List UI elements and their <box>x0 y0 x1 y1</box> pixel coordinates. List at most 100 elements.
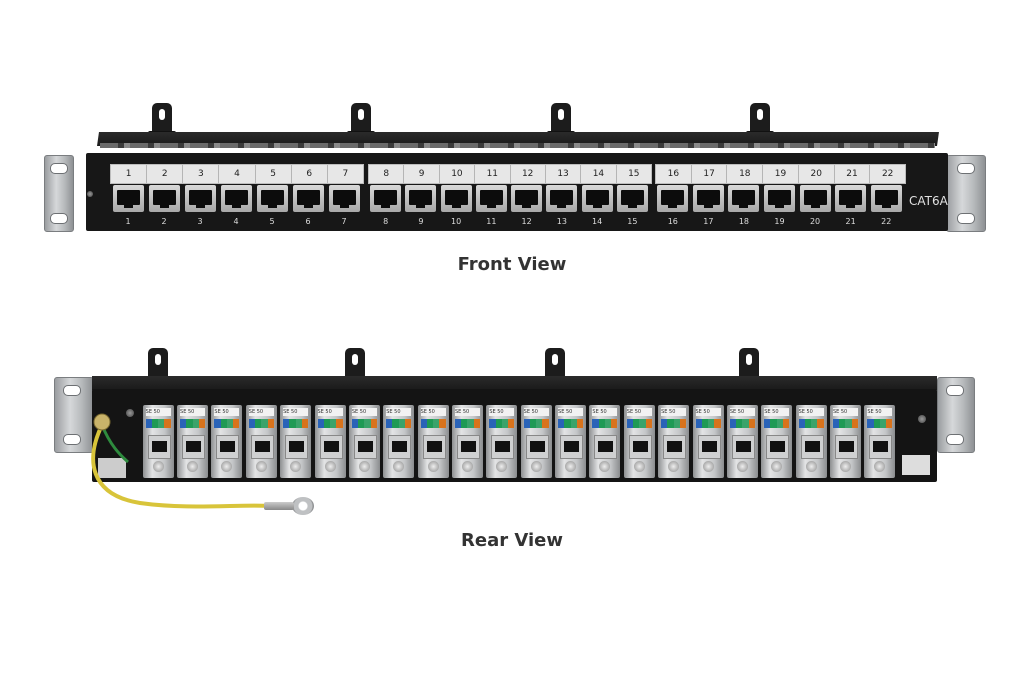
mounting-hole <box>946 385 964 396</box>
keystone-module: SE 50 <box>348 405 380 478</box>
keystone-module: SE 50 <box>314 405 346 478</box>
idc-wire-colors <box>867 419 893 428</box>
rj45-port[interactable] <box>256 185 288 212</box>
idc-wire-colors <box>661 419 687 428</box>
port-label: 8 <box>369 165 405 183</box>
rj45-port[interactable] <box>405 185 437 212</box>
wire-color-swatch <box>714 419 721 428</box>
cable-tie-tab <box>547 103 575 137</box>
idc-wire-colors <box>351 419 377 428</box>
cable-tie-tab <box>541 348 569 382</box>
idc-wire-colors <box>489 419 515 428</box>
rj45-port[interactable] <box>835 185 867 212</box>
wire-color-swatch <box>817 419 824 428</box>
rj45-port[interactable] <box>370 185 402 212</box>
rj45-port[interactable] <box>799 185 831 212</box>
rj45-port[interactable] <box>511 185 543 212</box>
label-strip-group-2: 8 9 10 11 12 13 14 15 <box>368 164 652 184</box>
rj45-port[interactable] <box>475 185 507 212</box>
keystone-label: SE 50 <box>214 408 240 416</box>
port-opening <box>332 190 356 208</box>
rj45-port[interactable] <box>328 185 360 212</box>
rear-jack-opening <box>388 435 412 459</box>
rj45-port[interactable] <box>148 185 180 212</box>
keystone-screw <box>839 461 851 472</box>
idc-wire-colors <box>832 419 858 428</box>
wire-color-swatch <box>433 419 440 428</box>
port-number: 16 <box>667 217 678 226</box>
port-label: 11 <box>475 165 511 183</box>
wire-color-swatch <box>570 419 577 428</box>
port-label: 18 <box>727 165 764 183</box>
rj45-port[interactable] <box>692 185 724 212</box>
mounting-hole <box>63 434 81 445</box>
ground-wire-green <box>100 424 129 464</box>
wire-color-swatch <box>317 419 324 428</box>
port-label: 17 <box>692 165 728 183</box>
rear-jack-opening <box>147 435 171 459</box>
wire-color-swatch <box>708 419 715 428</box>
keystone-label: SE 50 <box>420 408 446 416</box>
wire-color-swatch <box>701 419 708 428</box>
rj45-port[interactable] <box>112 185 144 212</box>
keystone-label: SE 50 <box>489 408 515 416</box>
port-opening <box>803 190 827 208</box>
keystone-module: SE 50 <box>280 405 312 478</box>
rear-screw <box>126 409 134 417</box>
keystone-label: SE 50 <box>867 408 893 416</box>
rj45-port[interactable] <box>870 185 902 212</box>
port-opening <box>444 190 468 208</box>
wire-color-swatch <box>661 419 668 428</box>
keystone-label: SE 50 <box>798 408 824 416</box>
port-label: 9 <box>404 165 440 183</box>
keystone-module: SE 50 <box>623 405 655 478</box>
rj45-port[interactable] <box>220 185 252 212</box>
mounting-hole <box>957 163 975 174</box>
keystone-module: SE 50 <box>555 405 587 478</box>
ground-screw <box>93 413 111 431</box>
rj45-port[interactable] <box>728 185 760 212</box>
wire-color-swatch <box>598 419 605 428</box>
rj45-port[interactable] <box>616 185 648 212</box>
port-number: 14 <box>592 217 603 226</box>
wire-color-swatch <box>248 419 256 428</box>
wire-color-swatch <box>192 419 199 428</box>
rear-panel-top <box>92 376 937 390</box>
keystone-screw <box>393 461 405 472</box>
wire-color-swatch <box>851 419 858 428</box>
keystone-screw <box>771 461 783 472</box>
rj45-port[interactable] <box>657 185 689 212</box>
wire-color-swatch <box>283 419 290 428</box>
rj45-port[interactable] <box>292 185 324 212</box>
rj45-port[interactable] <box>184 185 216 212</box>
keystone-label: SE 50 <box>695 408 721 416</box>
rj45-port[interactable] <box>764 185 795 212</box>
keystone-label: SE 50 <box>351 408 377 416</box>
ground-ring-terminal <box>292 497 314 515</box>
wire-color-swatch <box>336 419 343 428</box>
wire-color-swatch <box>811 419 818 428</box>
port-label: 4 <box>219 165 256 183</box>
rj45-port[interactable] <box>581 185 613 212</box>
idc-wire-colors <box>420 419 446 428</box>
wire-color-swatch <box>398 419 405 428</box>
port-opening <box>374 190 398 208</box>
idc-wire-colors <box>798 419 824 428</box>
rj45-port[interactable] <box>440 185 472 212</box>
wire-color-swatch <box>645 419 652 428</box>
keystone-screw <box>874 461 886 472</box>
keystone-screw <box>702 461 714 472</box>
rj45-port[interactable] <box>546 185 578 212</box>
port-label: 7 <box>342 169 349 179</box>
category-label: CAT6A <box>909 194 948 208</box>
wire-color-swatch <box>508 419 515 428</box>
wire-color-swatch <box>386 419 393 428</box>
keystone-screw <box>427 461 439 472</box>
keystone-label: SE 50 <box>661 408 687 416</box>
wire-color-swatch <box>226 419 234 428</box>
rear-jack-opening <box>834 435 858 459</box>
idc-wire-colors <box>283 419 309 428</box>
ring-terminal-barrel <box>264 502 294 510</box>
front-left-mounting-ear <box>44 155 74 232</box>
port-opening <box>409 190 433 208</box>
